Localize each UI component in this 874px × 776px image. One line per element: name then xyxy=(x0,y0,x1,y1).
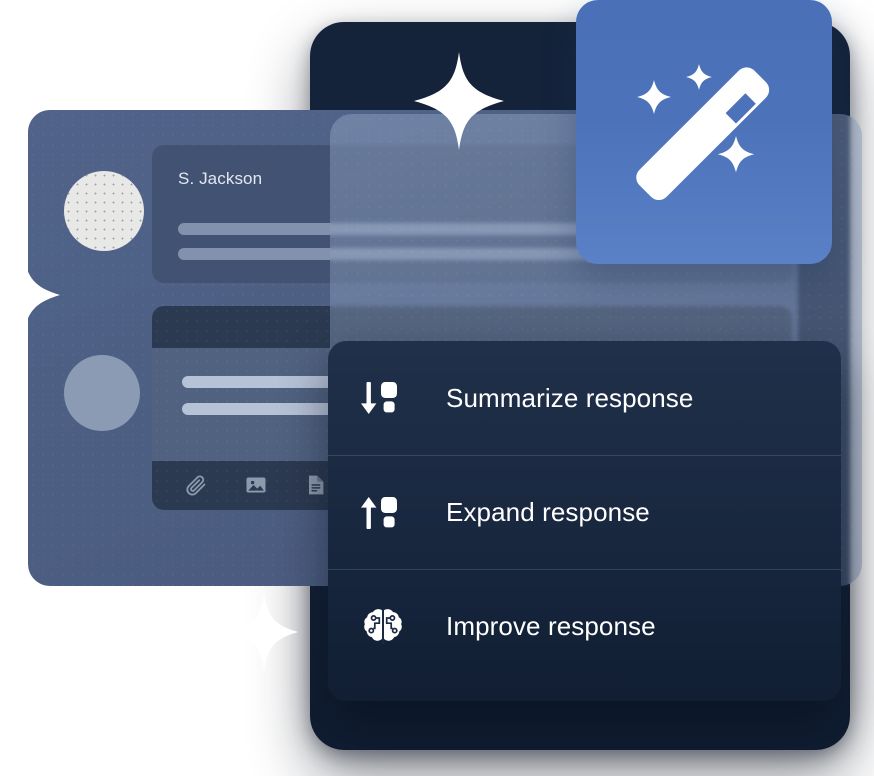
menu-item-label: Improve response xyxy=(446,611,656,641)
magic-wand-icon xyxy=(636,64,770,201)
avatar xyxy=(64,171,144,251)
document-icon[interactable] xyxy=(304,473,328,497)
avatar xyxy=(64,355,140,431)
sparkle-icon xyxy=(230,592,298,672)
sparkle-icon xyxy=(414,52,504,150)
image-icon[interactable] xyxy=(244,473,268,497)
menu-item-label: Summarize response xyxy=(446,382,694,413)
menu-item-expand-response[interactable]: Expand response xyxy=(328,455,841,569)
arrow-down-shrink-icon xyxy=(360,375,406,421)
message-sender-name: S. Jackson xyxy=(178,169,263,188)
arrow-up-expand-icon xyxy=(360,490,406,536)
sparkle-icon xyxy=(0,250,60,340)
composer-toolbar xyxy=(152,461,792,510)
menu-item-improve-response[interactable]: Improve response xyxy=(328,569,841,683)
paperclip-icon[interactable] xyxy=(184,473,208,497)
menu-item-summarize-response[interactable]: Summarize response xyxy=(328,341,841,455)
menu-item-label: Expand response xyxy=(446,497,650,527)
magic-wand-tile[interactable] xyxy=(576,0,832,264)
ai-actions-menu: Summarize response Expand response xyxy=(328,341,841,701)
brain-circuit-icon xyxy=(360,604,406,650)
